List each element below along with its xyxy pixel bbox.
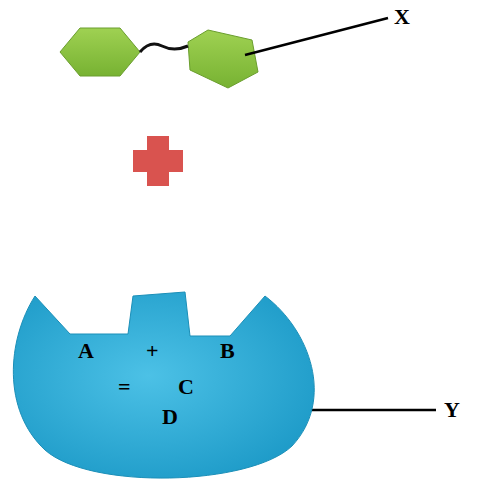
substrate-pentagon: [188, 30, 258, 88]
plus-sign: [133, 150, 183, 172]
equation-text: A: [78, 340, 94, 362]
equation-text: C: [178, 376, 194, 398]
part-label: Y: [444, 399, 460, 421]
equation-text: B: [220, 340, 235, 362]
equation-text: D: [162, 406, 178, 428]
leader-line: [300, 409, 436, 412]
part-label: X: [394, 6, 410, 28]
substrate-hexagon: [60, 28, 140, 76]
enzyme-outline: [10, 284, 330, 483]
bond-line: [140, 44, 188, 52]
equation-text: =: [118, 376, 131, 398]
leader-line: [245, 18, 388, 55]
equation-text: +: [146, 340, 159, 362]
enzyme-shape: A + B = CD: [10, 284, 330, 483]
